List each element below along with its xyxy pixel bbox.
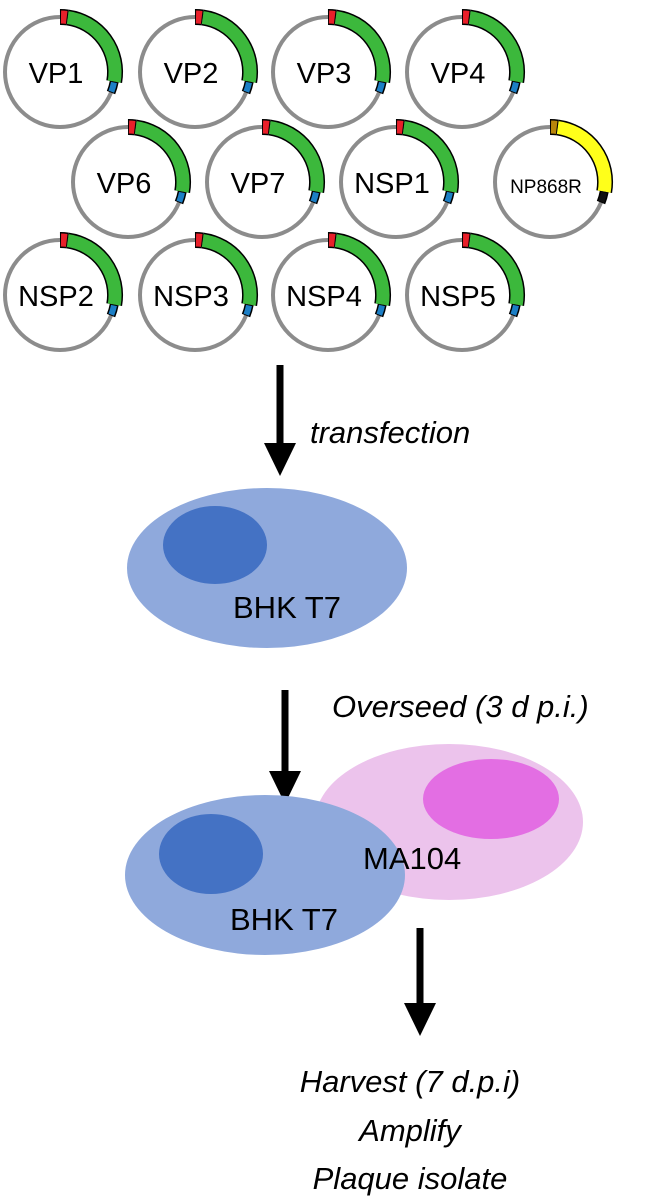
gene-insert-arc	[66, 234, 122, 306]
plasmid-vp6: VP6	[71, 119, 192, 239]
terminator-block	[243, 304, 252, 316]
gene-insert-arc	[134, 121, 190, 193]
plasmid-vp2: VP2	[138, 9, 259, 129]
terminator-block	[243, 81, 252, 93]
terminator-block	[444, 191, 453, 203]
plasmid-label: VP7	[231, 168, 286, 200]
plasmid-nsp3: NSP3	[138, 232, 259, 352]
gene-insert-arc	[66, 11, 122, 83]
gene-insert-arc	[334, 11, 390, 83]
plasmid-vp7: VP7	[205, 119, 326, 239]
bhk-nucleus-2	[159, 814, 263, 894]
plasmid-nsp2: NSP2	[3, 232, 124, 352]
bhk-cell-2: BHK T7	[125, 795, 405, 955]
terminator-block	[108, 304, 117, 316]
ma104-nucleus	[423, 759, 559, 839]
plasmid-label: VP1	[29, 58, 84, 90]
gene-insert-arc	[201, 11, 257, 83]
plasmid-nsp1: NSP1	[339, 119, 460, 239]
plasmid-np868r: NP868R	[493, 119, 614, 239]
terminator-block	[108, 81, 117, 93]
plasmid-vp3: VP3	[271, 9, 392, 129]
bhk-cell-1-label: BHK T7	[233, 590, 341, 625]
plasmid-vp1: VP1	[3, 9, 124, 129]
terminator-block	[376, 81, 385, 93]
harvest-arrow	[404, 928, 436, 1036]
amplify-step-label: Amplify	[357, 1113, 463, 1148]
plasmid-label: VP4	[431, 58, 486, 90]
plaque-isolate-step-label: Plaque isolate	[313, 1161, 508, 1196]
bhk-cell-2-label: BHK T7	[230, 902, 338, 937]
overseed-label: Overseed (3 d p.i.)	[332, 689, 589, 724]
plasmid-label: NP868R	[510, 177, 582, 198]
plasmid-label: NSP1	[354, 168, 430, 200]
gene-insert-arc	[402, 121, 458, 193]
bhk-nucleus-1	[163, 506, 267, 584]
plasmid-nsp5: NSP5	[405, 232, 526, 352]
plasmid-label: VP3	[297, 58, 352, 90]
plasmid-label: NSP5	[420, 281, 496, 313]
terminator-block	[310, 191, 319, 203]
plasmid-label: NSP2	[18, 281, 94, 313]
plasmid-label: NSP4	[286, 281, 362, 313]
plasmid-label: VP6	[97, 168, 152, 200]
plasmid-label: VP2	[164, 58, 219, 90]
gene-insert-arc	[468, 11, 524, 83]
terminator-block	[598, 191, 607, 203]
terminator-block	[510, 81, 519, 93]
gene-insert-arc	[334, 234, 390, 306]
helper-insert-arc	[556, 121, 612, 193]
gene-insert-arc	[201, 234, 257, 306]
plasmid-vp4: VP4	[405, 9, 526, 129]
bhk-cell-1: BHK T7	[127, 488, 407, 648]
terminator-block	[510, 304, 519, 316]
terminator-block	[376, 304, 385, 316]
plasmid-label: NSP3	[153, 281, 229, 313]
plasmid-nsp4: NSP4	[271, 232, 392, 352]
overseed-arrow	[269, 690, 301, 804]
terminator-block	[176, 191, 185, 203]
ma104-label: MA104	[363, 841, 461, 876]
transfection-label: transfection	[310, 415, 470, 450]
harvest-step-label: Harvest (7 d.p.i)	[300, 1064, 521, 1099]
transfection-arrow	[264, 365, 296, 476]
gene-insert-arc	[468, 234, 524, 306]
gene-insert-arc	[268, 121, 324, 193]
